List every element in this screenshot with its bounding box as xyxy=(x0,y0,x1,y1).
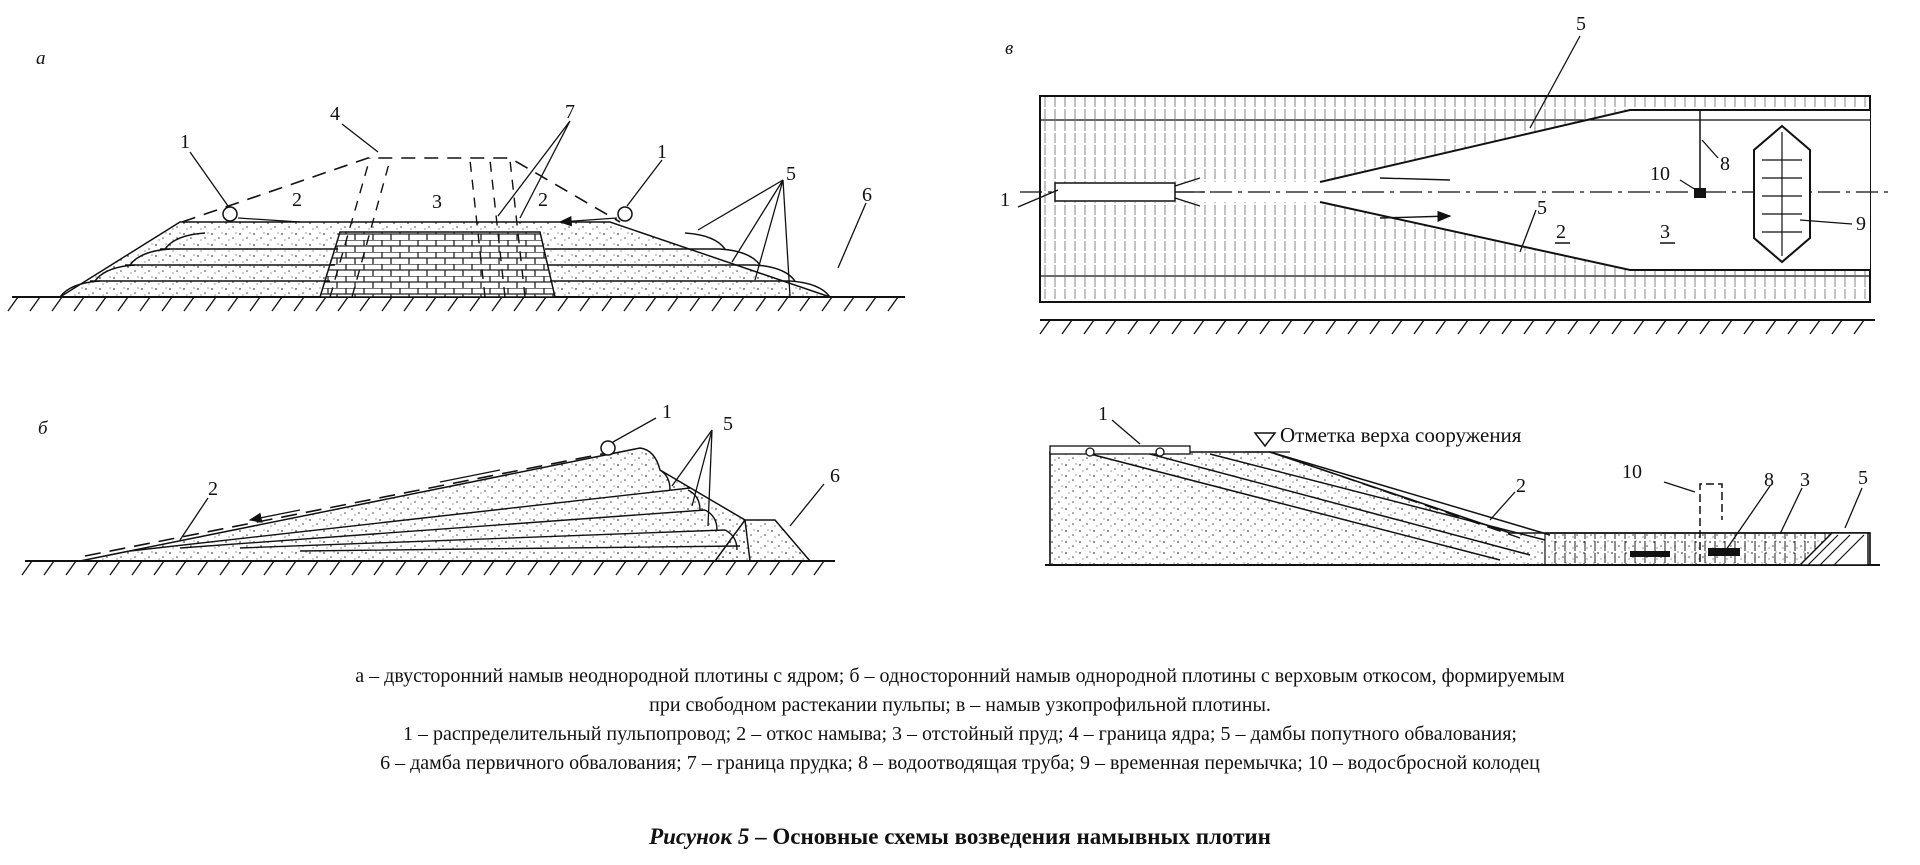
figure-title: Рисунок 5 – Основные схемы возведения на… xyxy=(0,824,1920,850)
label-v2-3: 3 xyxy=(1800,469,1810,491)
label-v-8: 8 xyxy=(1720,153,1730,175)
ground-hatch xyxy=(7,296,905,312)
dam-core xyxy=(318,231,556,298)
figure-caption: а – двусторонний намыв неоднородной плот… xyxy=(40,662,1880,778)
panel-v-plan: в xyxy=(1000,13,1890,335)
label-a-2-right: 2 xyxy=(538,189,548,211)
figure-title-prefix: Рисунок 5 xyxy=(649,824,750,849)
side-dikes-a xyxy=(59,232,831,298)
diagram-drawing: а xyxy=(7,13,1890,576)
label-v2-1: 1 xyxy=(1098,403,1108,425)
primary-dike-b xyxy=(713,519,812,562)
label-v-1: 1 xyxy=(1000,189,1010,211)
panel-v-letter: в xyxy=(1005,38,1013,59)
caption-line-4: 6 – дамба первичного обвалования; 7 – гр… xyxy=(380,752,1540,774)
dam-body-b xyxy=(79,447,751,562)
panel-b-letter: б xyxy=(38,418,49,439)
label-a-6: 6 xyxy=(862,184,872,206)
label-v-9: 9 xyxy=(1856,213,1866,235)
caption-line-3: 1 – распределительный пульпопровод; 2 – … xyxy=(403,723,1517,745)
label-v-10: 10 xyxy=(1650,163,1670,185)
panel-a-letter: а xyxy=(36,48,46,69)
crest-mark-note: Отметка верха сооружения xyxy=(1280,423,1522,447)
label-v-5-bottom: 5 xyxy=(1537,197,1547,219)
ground-hatch-b xyxy=(21,560,835,576)
label-a-5: 5 xyxy=(786,163,796,185)
label-v2-5: 5 xyxy=(1858,467,1868,489)
label-v2-8: 8 xyxy=(1764,469,1774,491)
caption-line-2: при свободном растекании пульпы; в – нам… xyxy=(649,694,1271,716)
label-a-1-right: 1 xyxy=(657,141,667,163)
label-b-6: 6 xyxy=(830,465,840,487)
panel-v-section: Отметка верха сооружения 1 2 10 8 3 5 xyxy=(1045,403,1880,566)
label-a-7: 7 xyxy=(565,101,575,123)
label-v-2: 2 xyxy=(1556,221,1566,243)
panel-b: б 1 2 5 6 xyxy=(21,401,840,576)
panel-a: а xyxy=(7,48,905,312)
plan-pond xyxy=(1090,110,1870,270)
figure-title-text: – Основные схемы возведения намывных пло… xyxy=(749,824,1271,849)
label-b-1: 1 xyxy=(662,401,672,423)
label-a-1-left: 1 xyxy=(180,131,190,153)
label-b-2: 2 xyxy=(208,478,218,500)
label-v-5-top: 5 xyxy=(1576,13,1586,35)
label-a-2-left: 2 xyxy=(292,189,302,211)
label-b-5: 5 xyxy=(723,413,733,435)
caption-line-1: а – двусторонний намыв неоднородной плот… xyxy=(355,665,1565,687)
label-v2-10: 10 xyxy=(1622,461,1642,483)
label-v-3: 3 xyxy=(1660,221,1670,243)
label-a-4: 4 xyxy=(330,103,340,125)
label-a-3: 3 xyxy=(432,191,442,213)
label-v2-2: 2 xyxy=(1516,475,1526,497)
